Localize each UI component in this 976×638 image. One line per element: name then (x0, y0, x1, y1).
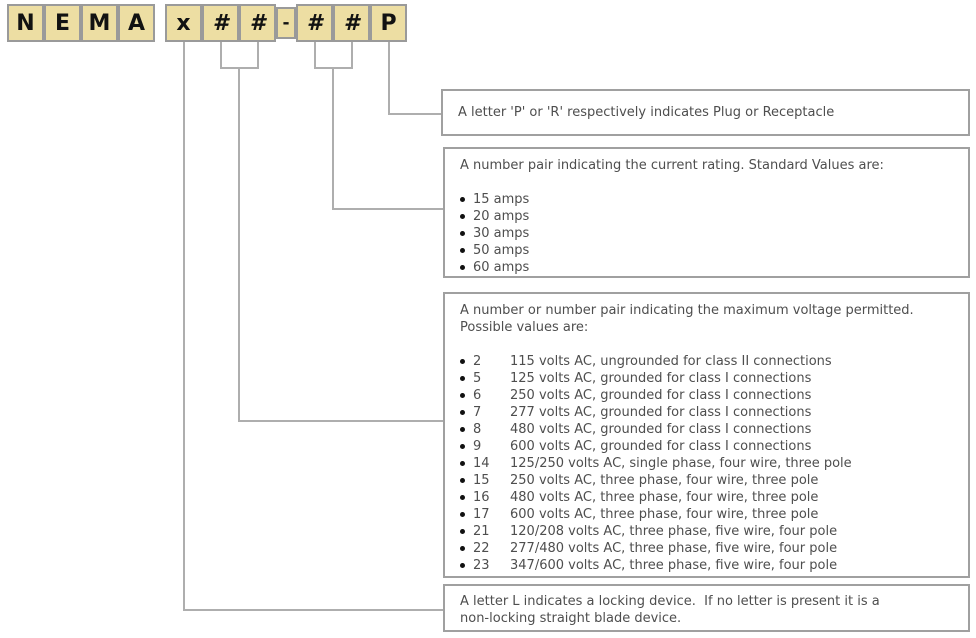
connector-line (220, 42, 222, 67)
bullet-icon (460, 231, 465, 236)
voltage-code: 6 (473, 388, 482, 403)
bullet-icon (460, 248, 465, 253)
connector-line (238, 67, 240, 420)
voltage-item: 22 277/480 volts AC, three phase, five wi… (460, 540, 958, 557)
bullet-icon (460, 393, 465, 398)
code-cell-n: N (7, 4, 44, 42)
bullet-icon (460, 461, 465, 466)
voltage-code: 17 (473, 507, 490, 522)
voltage-desc: 600 volts AC, grounded for class I conne… (510, 439, 812, 454)
voltage-code: 7 (473, 405, 482, 420)
panel-current-rating: A number pair indicating the current rat… (443, 147, 970, 278)
bullet-icon (460, 427, 465, 432)
voltage-item: 17 600 volts AC, three phase, four wire, … (460, 506, 958, 523)
voltage-code: 15 (473, 473, 490, 488)
voltage-item: 6 250 volts AC, grounded for class I conn… (460, 387, 958, 404)
voltage-desc: 115 volts AC, ungrounded for class II co… (510, 354, 832, 369)
code-cell-digit-2: # (239, 4, 276, 42)
bullet-icon (460, 529, 465, 534)
amp-item: 50 amps (460, 242, 958, 259)
amp-item-label: 60 amps (473, 260, 530, 275)
code-cell-digit-4: # (333, 4, 370, 42)
voltage-desc: 120/208 volts AC, three phase, five wire… (510, 524, 838, 539)
voltage-desc: 250 volts AC, grounded for class I conne… (510, 388, 812, 403)
connector-line (388, 42, 390, 113)
connector-line (183, 42, 185, 609)
code-cell-dash: - (276, 7, 296, 39)
amp-item: 15 amps (460, 191, 958, 208)
amp-item: 20 amps (460, 208, 958, 225)
connector-line (238, 420, 443, 422)
bullet-icon (460, 410, 465, 415)
voltage-code: 23 (473, 558, 490, 573)
voltage-item: 23 347/600 volts AC, three phase, five wi… (460, 557, 958, 574)
code-cell-digit-3: # (296, 4, 333, 42)
voltage-code: 5 (473, 371, 482, 386)
connector-line (183, 609, 443, 611)
connector-line (332, 208, 443, 210)
voltage-desc: 277 volts AC, grounded for class I conne… (510, 405, 812, 420)
voltage-code: 9 (473, 439, 482, 454)
voltage-code: 2 (473, 354, 482, 369)
voltage-code: 16 (473, 490, 490, 505)
bullet-icon (460, 197, 465, 202)
connector-line (351, 42, 353, 67)
panel-voltage-header: A number or number pair indicating the m… (460, 303, 914, 335)
panel-plug-text: A letter 'P' or 'R' respectively indicat… (458, 105, 835, 120)
voltage-desc: 480 volts AC, three phase, four wire, th… (510, 490, 819, 505)
bullet-icon (460, 214, 465, 219)
connector-line (332, 67, 334, 208)
panel-voltage: A number or number pair indicating the m… (443, 292, 970, 578)
amp-item-label: 15 amps (473, 192, 530, 207)
voltage-desc: 347/600 volts AC, three phase, five wire… (510, 558, 838, 573)
voltage-desc: 480 volts AC, grounded for class I conne… (510, 422, 812, 437)
voltage-desc: 277/480 volts AC, three phase, five wire… (510, 541, 838, 556)
bullet-icon (460, 563, 465, 568)
voltage-desc: 125/250 volts AC, single phase, four wir… (510, 456, 852, 471)
code-cell-digit-1: # (202, 4, 239, 42)
amp-item-label: 50 amps (473, 243, 530, 258)
bullet-icon (460, 444, 465, 449)
connector-line (314, 42, 316, 67)
connector-line (388, 113, 441, 115)
voltage-item: 21 120/208 volts AC, three phase, five wi… (460, 523, 958, 540)
bullet-icon (460, 512, 465, 517)
panel-locking-text: A letter L indicates a locking device. I… (460, 594, 880, 626)
bullet-icon (460, 359, 465, 364)
bullet-icon (460, 478, 465, 483)
code-cell-m: M (81, 4, 118, 42)
panel-locking: A letter L indicates a locking device. I… (443, 584, 970, 632)
code-cell-a: A (118, 4, 155, 42)
voltage-item: 16 480 volts AC, three phase, four wire, … (460, 489, 958, 506)
voltage-desc: 125 volts AC, grounded for class I conne… (510, 371, 812, 386)
voltage-item: 8 480 volts AC, grounded for class I conn… (460, 421, 958, 438)
voltage-code: 14 (473, 456, 490, 471)
voltage-desc: 600 volts AC, three phase, four wire, th… (510, 507, 819, 522)
voltage-code: 8 (473, 422, 482, 437)
voltage-item: 2 115 volts AC, ungrounded for class II c… (460, 353, 958, 370)
voltage-item: 15 250 volts AC, three phase, four wire, … (460, 472, 958, 489)
bullet-icon (460, 546, 465, 551)
voltage-desc: 250 volts AC, three phase, four wire, th… (510, 473, 819, 488)
amp-item-label: 20 amps (473, 209, 530, 224)
panel-plug-receptacle: A letter 'P' or 'R' respectively indicat… (441, 89, 970, 136)
bullet-icon (460, 376, 465, 381)
voltage-item: 9 600 volts AC, grounded for class I conn… (460, 438, 958, 455)
code-cell-p: P (370, 4, 407, 42)
amp-item: 30 amps (460, 225, 958, 242)
amp-item-label: 30 amps (473, 226, 530, 241)
code-cell-x: x (165, 4, 202, 42)
voltage-item: 14 125/250 volts AC, single phase, four w… (460, 455, 958, 472)
voltage-code: 22 (473, 541, 490, 556)
amp-item: 60 amps (460, 259, 958, 276)
bullet-icon (460, 495, 465, 500)
bullet-icon (460, 265, 465, 270)
voltage-item: 7 277 volts AC, grounded for class I conn… (460, 404, 958, 421)
voltage-item: 5 125 volts AC, grounded for class I conn… (460, 370, 958, 387)
connector-line (257, 42, 259, 67)
code-cell-e: E (44, 4, 81, 42)
panel-current-header: A number pair indicating the current rat… (460, 158, 884, 173)
voltage-code: 21 (473, 524, 490, 539)
